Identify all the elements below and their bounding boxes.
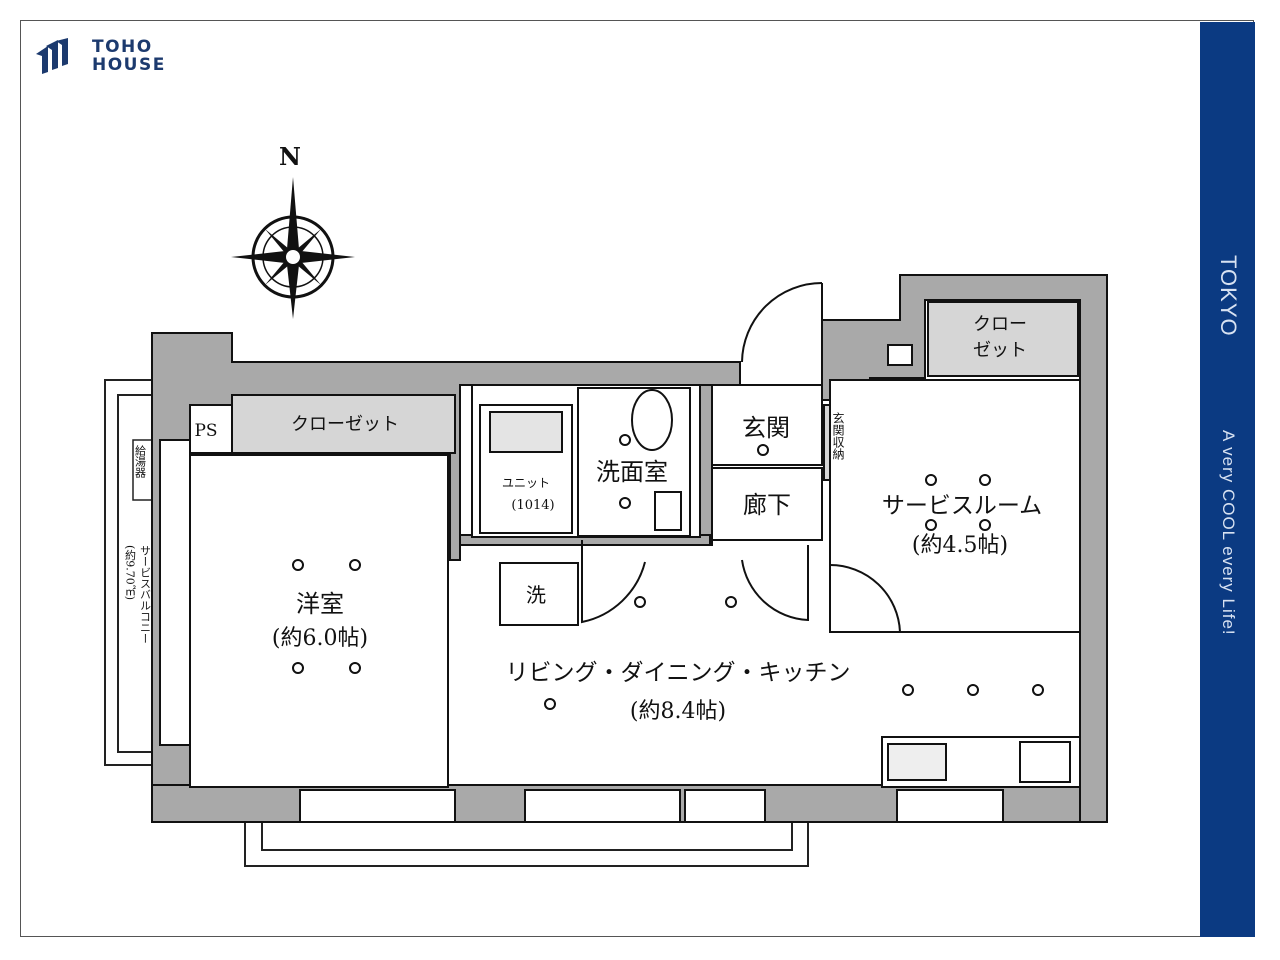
sidebar-band <box>1200 22 1255 937</box>
toho-house-logo: TOHO HOUSE <box>34 36 166 76</box>
logo-mark-icon <box>36 38 68 74</box>
brand-line1: TOHO <box>92 37 153 57</box>
brand-line2: HOUSE <box>92 55 166 75</box>
sidebar-tagline: A very COOL every Life! <box>1219 430 1238 636</box>
sidebar-city: TOKYO <box>1216 255 1241 337</box>
image-frame <box>20 20 1254 937</box>
